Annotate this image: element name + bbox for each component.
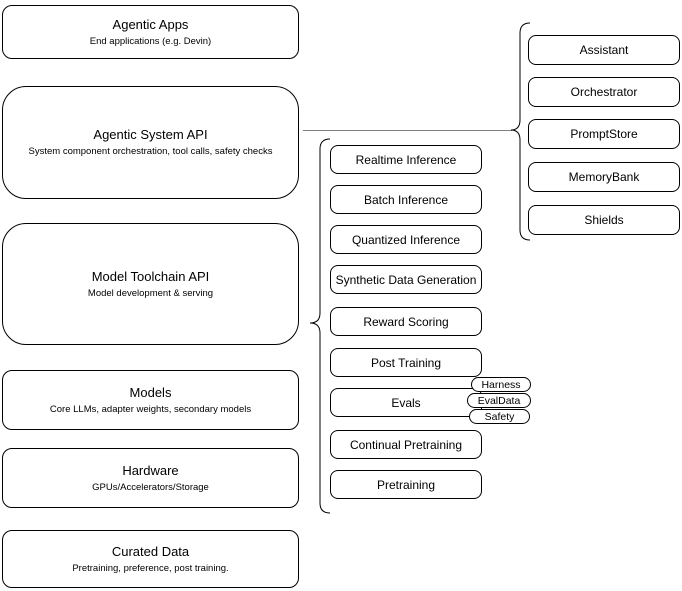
eval-tag-evaldata: EvalData <box>467 393 531 408</box>
toolchain-item-label: Evals <box>391 395 421 410</box>
node-model-toolchain-api: Model Toolchain API Model development & … <box>2 223 299 345</box>
toolchain-item-realtime-inference: Realtime Inference <box>330 145 482 174</box>
node-title: Agentic System API <box>93 127 208 142</box>
node-models: Models Core LLMs, adapter weights, secon… <box>2 370 299 430</box>
toolchain-item-label: Post Training <box>370 355 442 370</box>
eval-tag-label: EvalData <box>477 394 521 407</box>
toolchain-item-label: Synthetic Data Generation <box>335 272 477 287</box>
toolchain-item-reward-scoring: Reward Scoring <box>330 307 482 336</box>
component-assistant: Assistant <box>528 35 680 65</box>
eval-tag-harness: Harness <box>471 377 531 392</box>
toolchain-item-label: Batch Inference <box>363 192 449 207</box>
toolchain-item-label: Continual Pretraining <box>349 437 463 452</box>
node-subtitle: Model development & serving <box>87 287 214 299</box>
component-orchestrator: Orchestrator <box>528 77 680 107</box>
component-memorybank: MemoryBank <box>528 162 680 192</box>
toolchain-item-continual-pretraining: Continual Pretraining <box>330 430 482 459</box>
node-agentic-system-api: Agentic System API System component orch… <box>2 86 299 199</box>
node-subtitle: Core LLMs, adapter weights, secondary mo… <box>49 403 252 415</box>
toolchain-brace <box>309 138 331 514</box>
node-title: Agentic Apps <box>112 16 189 32</box>
node-title: Hardware <box>122 462 179 478</box>
toolchain-item-batch-inference: Batch Inference <box>330 185 482 214</box>
component-label: MemoryBank <box>568 170 640 184</box>
eval-tag-label: Safety <box>484 410 515 423</box>
component-label: Assistant <box>579 43 629 57</box>
node-subtitle: System component orchestration, tool cal… <box>28 146 273 157</box>
toolchain-item-quantized-inference: Quantized Inference <box>330 225 482 254</box>
component-label: PromptStore <box>570 127 638 141</box>
toolchain-item-label: Realtime Inference <box>355 152 457 167</box>
toolchain-item-post-training: Post Training <box>330 348 482 377</box>
node-title: Model Toolchain API <box>91 268 210 284</box>
node-title: Models <box>129 384 172 400</box>
node-subtitle: End applications (e.g. Devin) <box>89 35 212 47</box>
node-title: Curated Data <box>111 543 190 559</box>
toolchain-item-synthetic-data-generation: Synthetic Data Generation <box>330 265 482 294</box>
node-agentic-apps: Agentic Apps End applications (e.g. Devi… <box>2 5 299 59</box>
eval-tag-safety: Safety <box>469 409 530 424</box>
toolchain-item-label: Quantized Inference <box>351 232 461 247</box>
component-promptstore: PromptStore <box>528 119 680 149</box>
system-api-connector-line <box>303 130 512 131</box>
eval-tag-label: Harness <box>481 378 521 391</box>
toolchain-item-label: Reward Scoring <box>363 314 449 329</box>
toolchain-item-pretraining: Pretraining <box>330 470 482 499</box>
toolchain-item-evals: Evals <box>330 388 482 417</box>
node-subtitle: Pretraining, preference, post training. <box>72 562 229 574</box>
node-subtitle: GPUs/Accelerators/Storage <box>92 481 209 493</box>
component-label: Shields <box>584 213 624 227</box>
component-shields: Shields <box>528 205 680 235</box>
toolchain-item-label: Pretraining <box>376 477 436 492</box>
node-curated-data: Curated Data Pretraining, preference, po… <box>2 530 299 588</box>
component-label: Orchestrator <box>570 85 638 99</box>
node-hardware: Hardware GPUs/Accelerators/Storage <box>2 448 299 508</box>
